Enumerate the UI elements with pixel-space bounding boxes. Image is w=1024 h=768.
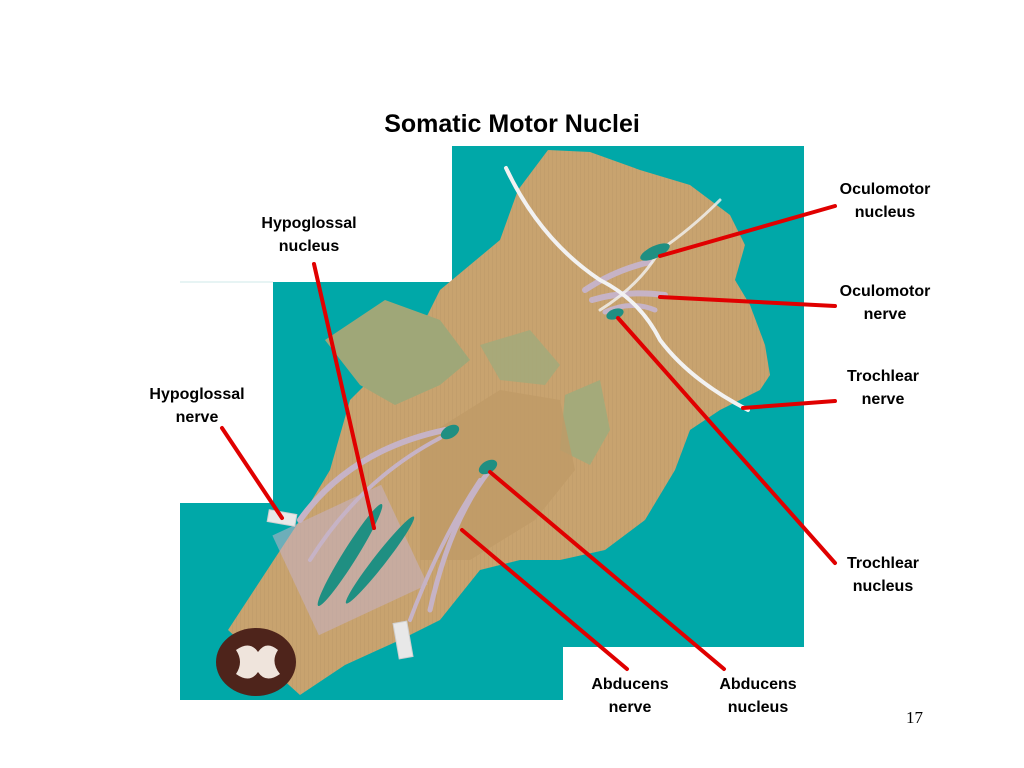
abducens-exit-root xyxy=(392,620,414,660)
page-number: 17 xyxy=(906,708,923,727)
slide-title: Somatic Motor Nuclei xyxy=(384,110,640,138)
label-hypoglossal-nucleus: Hypoglossal nucleus xyxy=(261,215,357,255)
hypoglossal-nerve-rootlets-upper xyxy=(297,427,448,523)
hypoglossal-nucleus-left xyxy=(317,503,383,607)
leader-trochlear-nerve xyxy=(741,399,837,410)
label-trochlear-nucleus: Trochlear nucleus xyxy=(846,555,920,595)
oculomotor-nucleus-shape xyxy=(640,243,670,261)
cerebellar-peduncle-center xyxy=(480,330,560,385)
label-trochlear-nerve: Trochlear nerve xyxy=(846,368,920,408)
label-oculomotor-nerve: Oculomotor nerve xyxy=(839,283,931,323)
leader-lines xyxy=(220,204,837,671)
leader-hypoglossal-nucleus xyxy=(312,262,376,530)
leader-trochlear-nucleus xyxy=(616,316,837,565)
trochlear-nerve-fiber xyxy=(504,166,750,412)
abducens-nerve-root-a xyxy=(427,467,493,613)
nucleus-upper-left xyxy=(440,424,460,440)
leader-abducens-nerve xyxy=(460,528,629,671)
hypoglossal-nucleus-right xyxy=(345,516,415,604)
cerebellar-peduncle-left xyxy=(325,300,470,405)
oculomotor-nerve-fascicle-c xyxy=(602,303,658,315)
oculomotor-nerve-fascicle-b xyxy=(589,290,668,303)
cerebellar-peduncle-right xyxy=(560,380,610,465)
abducens-nucleus-shape xyxy=(478,459,498,475)
oculomotor-nerve-fascicle-a xyxy=(582,259,653,293)
abducens-nerve-root-b xyxy=(408,478,482,622)
leader-oculomotor-nerve xyxy=(658,295,837,308)
leader-abducens-nucleus xyxy=(488,470,726,671)
nuclei xyxy=(317,243,670,607)
label-abducens-nerve: Abducens nerve xyxy=(591,676,669,716)
gray-matter-cut xyxy=(236,645,280,679)
leader-oculomotor-nucleus xyxy=(658,204,837,258)
label-hypoglossal-nerve: Hypoglossal nerve xyxy=(149,386,245,426)
label-oculomotor-nucleus: Oculomotor nucleus xyxy=(839,181,931,221)
label-abducens-nucleus: Abducens nucleus xyxy=(719,676,797,716)
leader-hypoglossal-nerve xyxy=(220,426,284,520)
